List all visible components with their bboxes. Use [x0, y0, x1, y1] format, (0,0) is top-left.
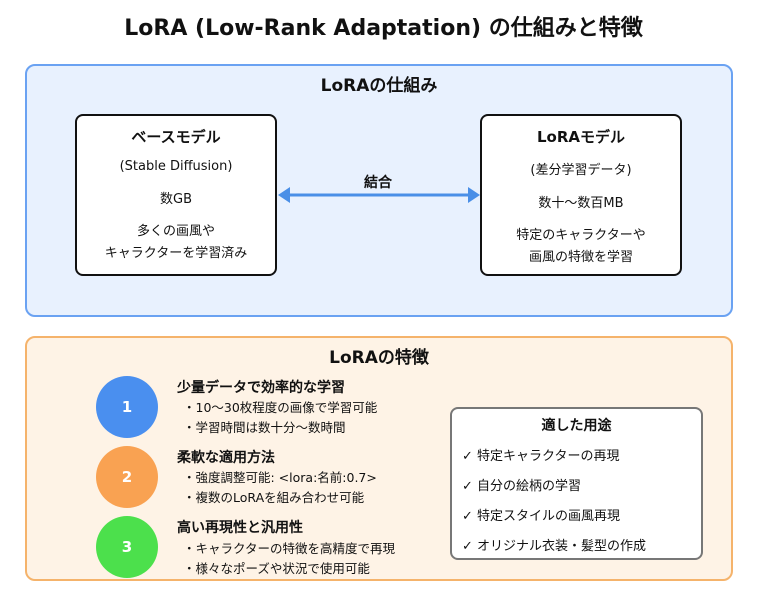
- uses-heading: 適した用途: [541, 418, 612, 434]
- feature-number-badge: 3: [96, 516, 158, 578]
- feature-bullet: ・様々なポーズや状況で使用可能: [183, 561, 370, 576]
- feature-bullet: ・複数のLoRAを組み合わせ可能: [183, 490, 365, 505]
- base-model-desc: 多くの画風や キャラクターを学習済み: [77, 221, 275, 265]
- feature-bullet: ・学習時間は数十分〜数時間: [183, 420, 346, 435]
- feature-bullet: ・キャラクターの特徴を高精度で再現: [183, 541, 396, 556]
- bidirectional-arrow-icon: [278, 187, 480, 203]
- feature-bullet: ・強度調整可能: <lora:名前:0.7>: [183, 470, 377, 485]
- use-item: ✓ 特定スタイルの画風再現: [462, 509, 621, 524]
- page-title: LoRA (Low-Rank Adaptation) の仕組みと特徴: [124, 16, 643, 41]
- feature-number-badge: 2: [96, 446, 158, 508]
- lora-model-card: LoRAモデル (差分学習データ) 数十〜数百MB 特定のキャラクターや 画風の…: [480, 114, 682, 276]
- use-item: ✓ 特定キャラクターの再現: [462, 449, 620, 464]
- connector-label: 結合: [364, 175, 392, 191]
- feature-title: 柔軟な適用方法: [177, 450, 275, 466]
- base-model-card: ベースモデル (Stable Diffusion) 数GB 多くの画風や キャラ…: [75, 114, 277, 276]
- feature-number-badge: 1: [96, 376, 158, 438]
- base-model-size: 数GB: [160, 192, 192, 207]
- base-model-desc-line: キャラクターを学習済み: [104, 246, 248, 261]
- feature-title: 少量データで効率的な学習: [177, 380, 345, 396]
- features-heading: LoRAの特徴: [329, 348, 429, 368]
- feature-bullet: ・10〜30枚程度の画像で学習可能: [183, 400, 378, 415]
- lora-model-desc-line: 特定のキャラクターや: [516, 228, 646, 243]
- lora-model-name: LoRAモデル: [536, 128, 626, 146]
- base-model-desc-line: 多くの画風や: [136, 224, 215, 239]
- base-model-sub: (Stable Diffusion): [119, 159, 233, 174]
- base-model-name: ベースモデル: [131, 128, 221, 146]
- uses-box: 適した用途 ✓ 特定キャラクターの再現 ✓ 自分の絵柄の学習 ✓ 特定スタイルの…: [450, 407, 703, 560]
- lora-model-desc-line: 画風の特徴を学習: [528, 250, 633, 265]
- mechanism-heading: LoRAの仕組み: [320, 76, 438, 96]
- lora-model-size: 数十〜数百MB: [538, 196, 624, 211]
- lora-model-sub: (差分学習データ): [530, 163, 632, 178]
- feature-title: 高い再現性と汎用性: [177, 520, 303, 536]
- use-item: ✓ 自分の絵柄の学習: [462, 479, 582, 494]
- lora-model-desc: 特定のキャラクターや 画風の特徴を学習: [482, 225, 680, 269]
- use-item: ✓ オリジナル衣装・髪型の作成: [462, 539, 647, 554]
